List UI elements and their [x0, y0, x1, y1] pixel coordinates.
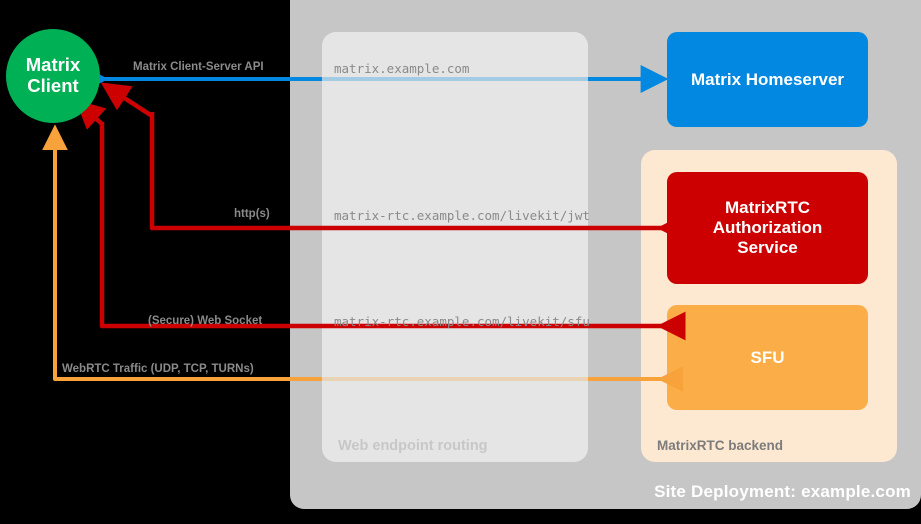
node-matrixrtc-authorization-service[interactable]: MatrixRTC Authorization Service — [667, 172, 868, 284]
matrix-client-label-line2: Client — [27, 75, 79, 96]
auth-service-label-line2: Authorization — [712, 218, 823, 238]
auth-service-label-line3: Service — [737, 237, 798, 257]
sfu-label: SFU — [750, 347, 785, 367]
auth-service-label: MatrixRTC Authorization Service — [713, 198, 823, 257]
site-deployment-label: Site Deployment: example.com — [654, 482, 911, 501]
endpoint-label-matrix: matrix.example.com — [334, 61, 470, 76]
node-sfu[interactable]: SFU — [667, 305, 868, 410]
web-endpoint-routing-container — [322, 32, 588, 462]
endpoint-label-livekit-jwt: matrix-rtc.example.com/livekit/jwt — [334, 208, 590, 223]
matrix-homeserver-label: Matrix Homeserver — [690, 69, 845, 89]
endpoint-label-livekit-sfu: matrix-rtc.example.com/livekit/sfu — [334, 314, 590, 329]
auth-service-label-line1: MatrixRTC — [724, 198, 810, 218]
node-matrix-client[interactable]: Matrix Client — [6, 29, 100, 123]
flow-label-matrix-client-server-api: Matrix Client-Server API — [133, 61, 264, 73]
web-endpoint-routing-label: Web endpoint routing — [338, 438, 488, 454]
flow-label-secure-web-socket: (Secure) Web Socket — [148, 315, 263, 327]
matrix-client-label-line1: Matrix — [25, 54, 81, 76]
node-matrix-homeserver[interactable]: Matrix Homeserver — [667, 32, 868, 127]
flow-label-https: http(s) — [234, 208, 270, 220]
matrixrtc-backend-label: MatrixRTC backend — [657, 438, 784, 453]
flow-label-webrtc-traffic: WebRTC Traffic (UDP, TCP, TURNs) — [62, 363, 254, 375]
